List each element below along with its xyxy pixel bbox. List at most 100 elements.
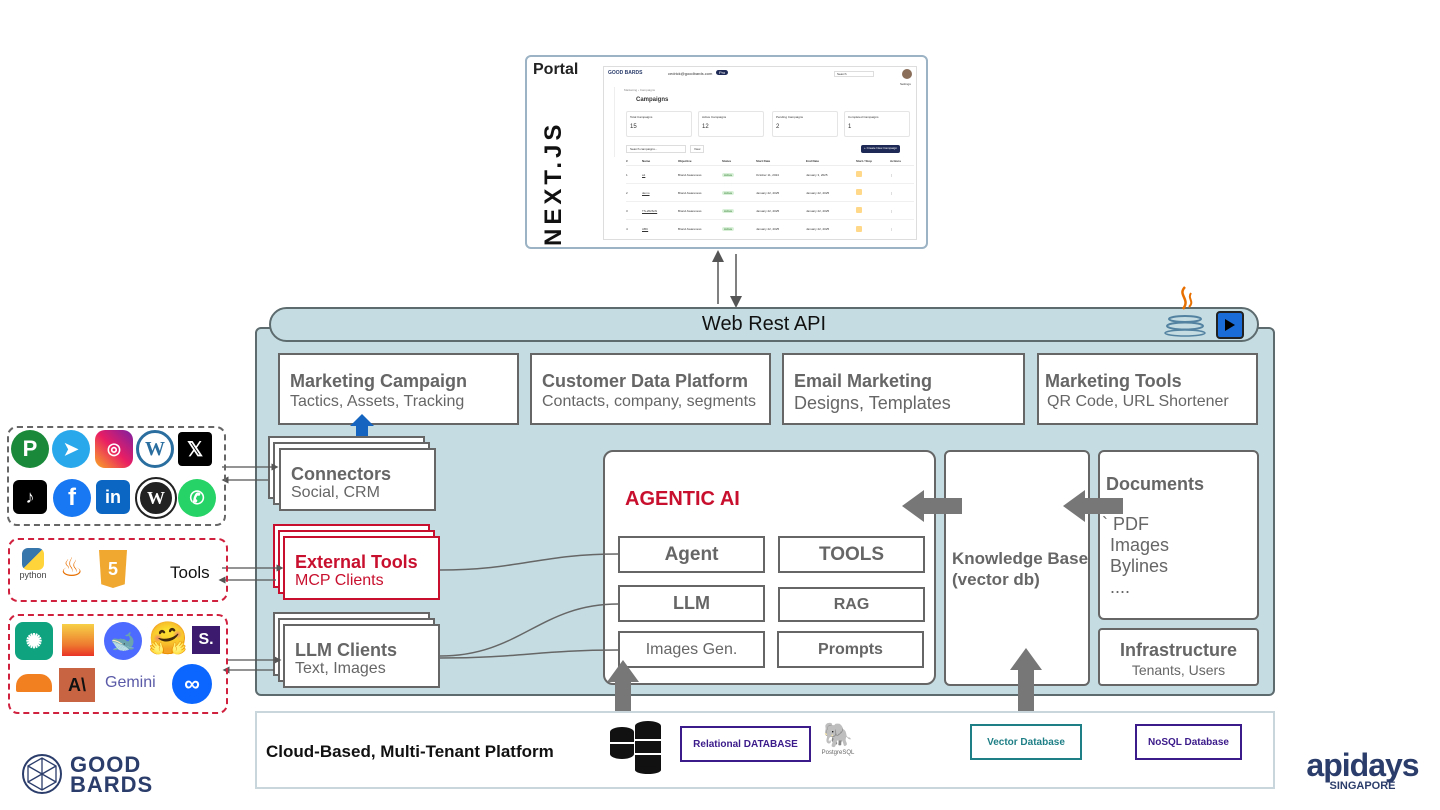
- platform-label: Cloud-Based, Multi-Tenant Platform: [266, 742, 554, 761]
- gemini-icon: Gemini: [105, 674, 156, 691]
- app-view-button[interactable]: View: [690, 145, 705, 153]
- app-stat-card: Pending Campaigns 2: [772, 111, 838, 137]
- vector-database-box[interactable]: Vector Database: [970, 724, 1082, 760]
- actions-menu-icon[interactable]: ⋮: [890, 172, 893, 177]
- relational-database-box[interactable]: Relational DATABASE: [680, 726, 811, 762]
- blue-up-arrow: [350, 414, 374, 439]
- rag-cell[interactable]: RAG: [778, 587, 925, 622]
- document-item: ....: [1110, 577, 1131, 597]
- portal-frame: Portal NEXT.JS GOOD BARDS cedrick@goodba…: [525, 55, 928, 249]
- module-title: Email Marketing: [794, 371, 933, 391]
- module-subtitle: Tactics, Assets, Tracking: [290, 393, 465, 410]
- python-icon: python: [16, 548, 50, 594]
- meta-icon: ∞: [172, 664, 212, 704]
- module-marketing-tools[interactable]: Marketing Tools QR Code, URL Shortener: [1037, 353, 1258, 425]
- documents-list: ` PDF Images Bylines ....: [1102, 514, 1169, 598]
- connectors-subtitle: Social, CRM: [291, 484, 380, 501]
- llm-icons-group: [8, 614, 228, 714]
- actions-menu-icon[interactable]: ⋮: [890, 227, 893, 231]
- app-page-title: Campaigns: [636, 97, 669, 103]
- table-row[interactable]: 4 ABC Brand Awareness Active January 22,…: [626, 220, 914, 238]
- openai-icon: ✺: [15, 622, 53, 660]
- database-icon: [608, 718, 664, 774]
- app-email: cedrick@goodbards.com: [668, 71, 713, 76]
- module-email-marketing[interactable]: Email Marketing Designs, Templates: [782, 353, 1025, 425]
- actions-menu-icon[interactable]: ⋮: [890, 190, 893, 195]
- actions-menu-icon[interactable]: ⋮: [890, 208, 893, 213]
- table-row[interactable]: 2 demo Brand Awareness Active January 22…: [626, 184, 914, 202]
- llm-clients-box[interactable]: LLM Clients Text, Images: [283, 624, 440, 688]
- llm-cell[interactable]: LLM: [618, 585, 765, 622]
- app-avatar[interactable]: [902, 69, 912, 79]
- web-rest-api-bar: Web Rest API: [269, 307, 1259, 342]
- app-table: # Name Objective Status Start Date End D…: [626, 157, 914, 238]
- postgresql-icon: 🐘 PostgreSQL: [821, 722, 855, 756]
- mistral-icon: [62, 624, 94, 656]
- connectors-box[interactable]: Connectors Social, CRM: [279, 448, 436, 511]
- external-tools-title: External Tools: [295, 552, 418, 572]
- instagram-icon: ◎: [95, 430, 133, 468]
- wordpress-icon: W: [136, 430, 174, 468]
- module-subtitle: QR Code, URL Shortener: [1047, 393, 1229, 410]
- app-stat-card: Total Campaigns 15: [626, 111, 692, 137]
- module-title: Marketing Tools: [1045, 371, 1182, 391]
- app-table-search[interactable]: Search campaigns...: [626, 145, 686, 153]
- table-row[interactable]: 3 TS-2026/AI Brand Awareness Active Janu…: [626, 202, 914, 220]
- apidays-logo: apidays SINGAPORE: [1306, 747, 1419, 792]
- stability-icon: S.: [192, 626, 220, 654]
- table-row[interactable]: 1 a1 Brand Awareness Active October 11, …: [626, 166, 914, 184]
- app-stat-card: Active Campaigns 12: [698, 111, 764, 137]
- tools-icons-group: [8, 538, 228, 602]
- goodbards-logo: GOOD BARDS: [20, 752, 160, 797]
- kb-to-agentic-arrow: [902, 490, 962, 522]
- prompts-cell[interactable]: Prompts: [777, 631, 924, 668]
- app-create-button[interactable]: + Create New Campaign: [861, 145, 900, 153]
- llm-clients-subtitle: Text, Images: [295, 660, 386, 677]
- start-stop-toggle[interactable]: [856, 207, 862, 213]
- social-icons-group: [7, 426, 226, 526]
- document-item: Bylines: [1110, 556, 1169, 576]
- nosql-database-box[interactable]: NoSQL Database: [1135, 724, 1242, 760]
- documents-title: Documents: [1106, 474, 1205, 494]
- agent-cell[interactable]: Agent: [618, 536, 765, 573]
- external-tools-box[interactable]: External Tools MCP Clients: [283, 536, 440, 600]
- module-subtitle: Designs, Templates: [794, 393, 951, 413]
- linkedin-icon: in: [96, 480, 130, 514]
- module-marketing-campaign[interactable]: Marketing Campaign Tactics, Assets, Trac…: [278, 353, 519, 425]
- app-sidebar: [607, 87, 615, 157]
- app-search[interactable]: Search: [834, 71, 874, 77]
- llm-clients-title: LLM Clients: [295, 640, 397, 660]
- table-header: # Name Objective Status Start Date End D…: [626, 157, 914, 166]
- whatsapp-icon: ✆: [178, 479, 216, 517]
- tools-cell[interactable]: TOOLS: [778, 536, 925, 573]
- module-customer-data-platform[interactable]: Customer Data Platform Contacts, company…: [530, 353, 771, 425]
- docs-to-kb-arrow: [1063, 490, 1123, 522]
- document-item: ` PDF: [1102, 514, 1149, 534]
- knowledge-base-title: Knowledge Base: [952, 549, 1089, 568]
- cloudflare-icon: [16, 674, 52, 692]
- wordpress-alt-icon: W: [135, 477, 177, 519]
- app-settings[interactable]: Settings: [900, 82, 911, 86]
- javascript-icon: 5: [99, 550, 127, 588]
- connectors-title: Connectors: [291, 464, 392, 484]
- tools-label: Tools: [170, 563, 210, 582]
- infrastructure-box[interactable]: Infrastructure Tenants, Users: [1098, 628, 1259, 686]
- start-stop-toggle[interactable]: [856, 171, 862, 177]
- goodbards-globe-icon: [22, 754, 62, 794]
- agentic-ai-title: AGENTIC AI: [625, 488, 740, 510]
- facebook-icon: f: [53, 479, 91, 517]
- infrastructure-subtitle: Tenants, Users: [1131, 662, 1226, 678]
- knowledge-base-subtitle: (vector db): [952, 570, 1040, 589]
- module-subtitle: Contacts, company, segments: [542, 393, 757, 410]
- images-gen-cell[interactable]: Images Gen.: [618, 631, 765, 668]
- x-icon: 𝕏: [178, 432, 212, 466]
- documents-box[interactable]: Documents ` PDF Images Bylines ....: [1098, 450, 1259, 620]
- huggingface-icon: 🤗: [148, 620, 188, 656]
- start-stop-toggle[interactable]: [856, 189, 862, 195]
- knowledge-base-box[interactable]: Knowledge Base (vector db): [944, 450, 1090, 686]
- deepseek-icon: 🐋: [104, 622, 142, 660]
- app-stat-card: Completed Campaigns 1: [844, 111, 910, 137]
- start-stop-toggle[interactable]: [856, 225, 862, 232]
- db-to-images-arrow: [607, 660, 639, 720]
